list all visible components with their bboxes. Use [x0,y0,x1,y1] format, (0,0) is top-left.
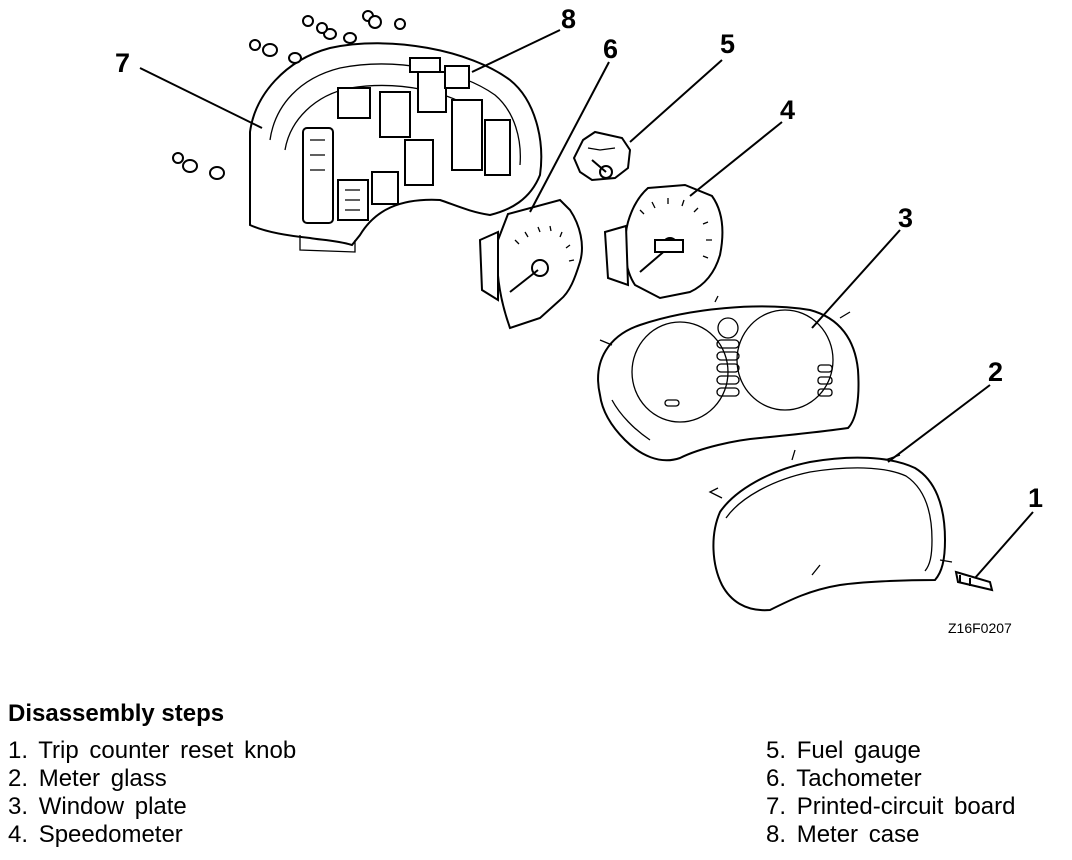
step-item: 8Meter case [766,821,1015,849]
fuel-gauge-part [572,130,632,182]
step-number: 1 [8,737,38,764]
meter-glass-part [708,449,953,612]
step-item: 2Meter glass [8,765,296,793]
step-number: 6 [766,765,796,792]
step-label: Meter glass [38,765,167,792]
step-label: Window plate [38,793,187,820]
step-label: Meter case [796,821,920,848]
step-label: Tachometer [796,765,922,792]
step-number: 3 [8,793,39,820]
steps-heading: Disassembly steps [8,700,225,727]
callout-7: 7 [115,48,130,78]
step-item: 1Trip counter reset knob [8,737,296,765]
step-item: 7Printed-circuit board [766,793,1015,821]
step-number: 5 [766,737,797,764]
step-label: Trip counter reset knob [38,737,297,764]
exploded-view-diagram: 7 8 6 5 4 3 2 1 Z16F0207 [115,4,1043,636]
speedometer-part [603,183,724,300]
step-label: Speedometer [38,821,183,848]
callout-1: 1 [1028,483,1043,513]
callout-2: 2 [988,357,1003,387]
steps-list-left: 1Trip counter reset knob 2Meter glass 3W… [8,737,296,849]
tachometer-part [478,198,583,330]
callout-8: 8 [561,4,576,34]
step-label: Printed-circuit board [796,793,1016,820]
callout-3: 3 [898,203,913,233]
step-number: 8 [766,821,797,848]
meter-case-assembly [249,42,543,253]
step-item: 5Fuel gauge [766,737,1015,765]
step-item: 3Window plate [8,793,296,821]
leader-lines [139,29,1034,579]
step-number: 2 [8,765,39,792]
callout-4: 4 [780,95,795,125]
bulb-sockets [172,10,406,180]
figure-code: Z16F0207 [948,620,1012,636]
step-item: 6Tachometer [766,765,1015,793]
steps-list-right: 5Fuel gauge 6Tachometer 7Printed-circuit… [766,737,1015,849]
step-number: 7 [766,793,797,820]
step-item: 4Speedometer [8,821,296,849]
window-plate-part [597,295,860,462]
step-label: Fuel gauge [796,737,921,764]
callout-5: 5 [720,29,735,59]
step-number: 4 [8,821,39,848]
trip-knob-part [954,570,994,592]
callout-6: 6 [603,34,618,64]
